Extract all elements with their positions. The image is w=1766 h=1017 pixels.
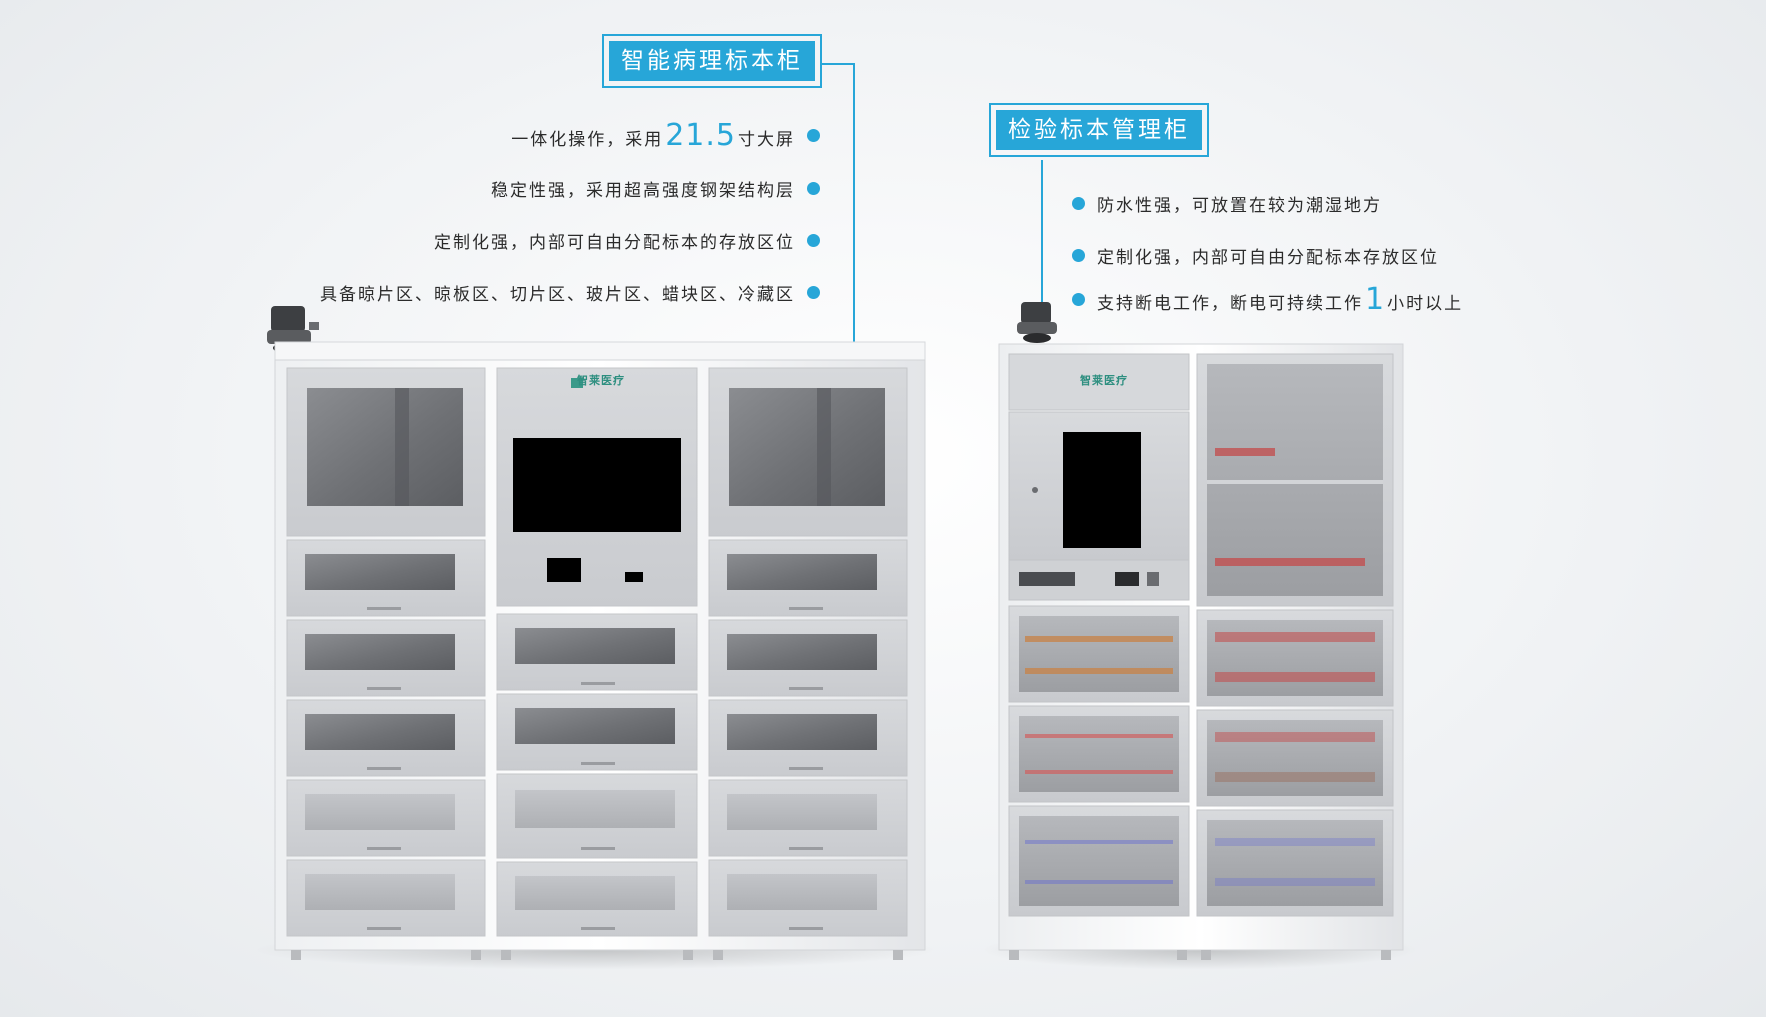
left-feature-1-number: 21.5 [665,118,736,153]
left-feature-2-text: 稳定性强，采用超高强度钢架结构层 [491,181,795,201]
left-product-title-box: 智能病理标本柜 [602,34,822,88]
bullet-dot-icon [807,286,820,299]
bullet-dot-icon [807,234,820,247]
left-callout-line-v [853,63,855,342]
left-feature-4-text: 具备晾片区、晾板区、切片区、玻片区、蜡块区、冷藏区 [320,285,795,305]
right-feature-1-text: 防水性强，可放置在较为潮湿地方 [1097,196,1382,216]
left-cabinet-logo: 智莱医疗 [577,374,625,387]
right-feature-2-text: 定制化强，内部可自由分配标本存放区位 [1097,248,1439,268]
left-column [286,367,486,937]
left-feature-3: 定制化强，内部可自由分配标本的存放区位 [220,228,820,253]
left-feature-4: 具备晾片区、晾板区、切片区、玻片区、蜡块区、冷藏区 [220,280,820,305]
right-feature-3: 支持断电工作，断电可持续工作 1 小时以上 [1072,282,1463,317]
bullet-dot-icon [807,129,820,142]
camera-icon [1017,302,1057,343]
left-feature-3-text: 定制化强，内部可自由分配标本的存放区位 [434,233,795,253]
right-column [708,367,908,937]
left-lower-drawers [1008,605,1190,917]
bullet-dot-icon [1072,249,1085,262]
control-unit [1008,353,1190,601]
lab-specimen-cabinet [998,302,1404,960]
bullet-dot-icon [807,182,820,195]
left-feature-1-suffix: 寸大屏 [738,130,795,150]
right-feature-3-text: 支持断电工作，断电可持续工作 [1097,294,1363,314]
left-feature-1-text: 一体化操作，采用 [511,130,664,150]
left-callout-line-h [820,63,855,65]
left-feature-2: 稳定性强，采用超高强度钢架结构层 [220,176,820,201]
right-feature-3-number: 1 [1365,282,1386,317]
pathology-cabinet [267,306,926,960]
right-feature-1: 防水性强，可放置在较为潮湿地方 [1072,191,1382,216]
storage-column [1196,353,1394,917]
left-feature-1: 一体化操作，采用 21.5 寸大屏 [220,118,820,153]
right-callout-line-v [1041,160,1043,305]
right-feature-3-suffix: 小时以上 [1387,294,1464,314]
bullet-dot-icon [1072,293,1085,306]
middle-column [496,367,698,937]
bullet-dot-icon [1072,197,1085,210]
right-cabinet-logo: 智莱医疗 [1080,374,1128,387]
left-product-title: 智能病理标本柜 [609,41,815,81]
right-product-title-box: 检验标本管理柜 [989,103,1209,157]
right-product-title: 检验标本管理柜 [996,110,1202,150]
right-feature-2: 定制化强，内部可自由分配标本存放区位 [1072,243,1439,268]
